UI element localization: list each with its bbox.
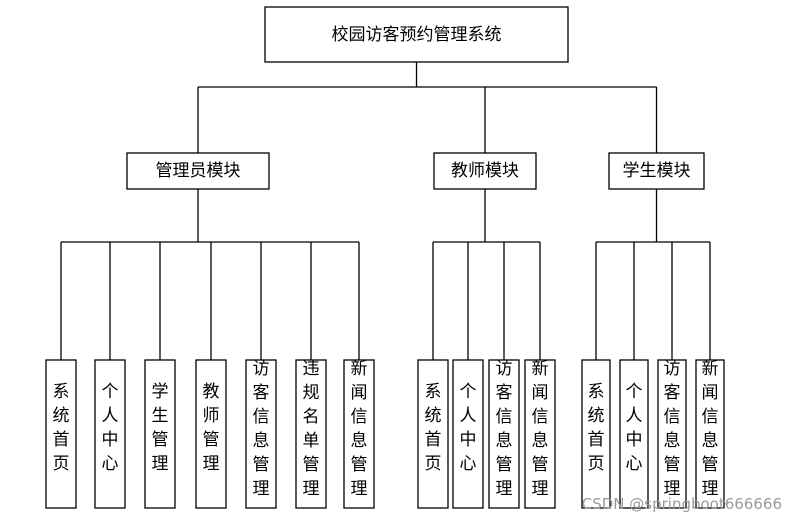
module-node-box <box>608 152 705 190</box>
leaf-node-box <box>195 359 227 509</box>
leaf-node-label: 个人中心 <box>102 382 119 474</box>
leaf-node-box <box>657 359 687 509</box>
leaf-node-box <box>695 359 725 509</box>
watermark-text: CSDN @springboot666666 <box>582 495 782 513</box>
leaf-node-label: 系统首页 <box>425 382 442 474</box>
leaf-nodes: 系统首页 个人中心 学生管理 教师管理 访客信息管理 违规名单管理 新闻信息管理 系统首页 个人… <box>45 359 725 509</box>
leaf-node-label: 违规名单管理 <box>303 359 320 499</box>
leaf-node-box <box>488 359 520 509</box>
root-node-box <box>264 6 569 63</box>
leaf-node: 访客信息管理 <box>657 359 687 509</box>
module-nodes: 管理员模块 教师模块 学生模块 <box>126 152 705 190</box>
root-node: 校园访客预约管理系统 <box>264 6 569 63</box>
leaf-node: 新闻信息管理 <box>695 359 725 509</box>
leaf-node: 违规名单管理 <box>295 359 327 509</box>
leaf-node: 个人中心 <box>619 359 649 509</box>
leaf-node-label: 系统首页 <box>53 382 70 474</box>
leaf-node: 访客信息管理 <box>488 359 520 509</box>
leaf-node-box <box>452 359 484 509</box>
leaf-node: 系统首页 <box>417 359 449 509</box>
leaf-node-box <box>94 359 126 509</box>
leaf-node-label: 访客信息管理 <box>253 359 270 499</box>
leaf-node: 新闻信息管理 <box>524 359 556 509</box>
leaf-node-box <box>581 359 611 509</box>
leaf-node-label: 学生管理 <box>152 382 169 474</box>
module-node: 学生模块 <box>608 152 705 190</box>
module-node-label: 管理员模块 <box>156 161 241 181</box>
module-node-box <box>126 152 270 190</box>
leaf-node: 个人中心 <box>452 359 484 509</box>
module-node-label: 教师模块 <box>451 161 519 181</box>
leaf-node-label: 访客信息管理 <box>496 359 513 499</box>
leaf-node-label: 新闻信息管理 <box>351 359 368 499</box>
leaf-node-box <box>343 359 375 509</box>
leaf-node-box <box>619 359 649 509</box>
leaf-node-box <box>295 359 327 509</box>
leaf-node: 系统首页 <box>581 359 611 509</box>
leaf-node-box <box>524 359 556 509</box>
leaf-node-label: 个人中心 <box>460 382 477 474</box>
leaf-node-label: 新闻信息管理 <box>702 359 719 499</box>
leaf-node-label: 系统首页 <box>588 382 605 474</box>
module-node-label: 学生模块 <box>623 161 691 181</box>
leaf-node-box <box>417 359 449 509</box>
leaf-node-label: 访客信息管理 <box>664 359 681 499</box>
connector-lines <box>60 62 711 360</box>
module-node-box <box>433 152 537 190</box>
leaf-node: 新闻信息管理 <box>343 359 375 509</box>
leaf-node: 学生管理 <box>144 359 176 509</box>
leaf-node-box <box>45 359 77 509</box>
leaf-node: 系统首页 <box>45 359 77 509</box>
module-node: 教师模块 <box>433 152 537 190</box>
leaf-node-box <box>245 359 277 509</box>
leaf-node: 个人中心 <box>94 359 126 509</box>
leaf-node: 教师管理 <box>195 359 227 509</box>
leaf-node-box <box>144 359 176 509</box>
leaf-node-label: 教师管理 <box>203 382 220 474</box>
root-node-label: 校园访客预约管理系统 <box>332 25 502 45</box>
leaf-node-label: 个人中心 <box>626 382 643 474</box>
module-node: 管理员模块 <box>126 152 270 190</box>
leaf-node: 访客信息管理 <box>245 359 277 509</box>
leaf-node-label: 新闻信息管理 <box>532 359 549 499</box>
